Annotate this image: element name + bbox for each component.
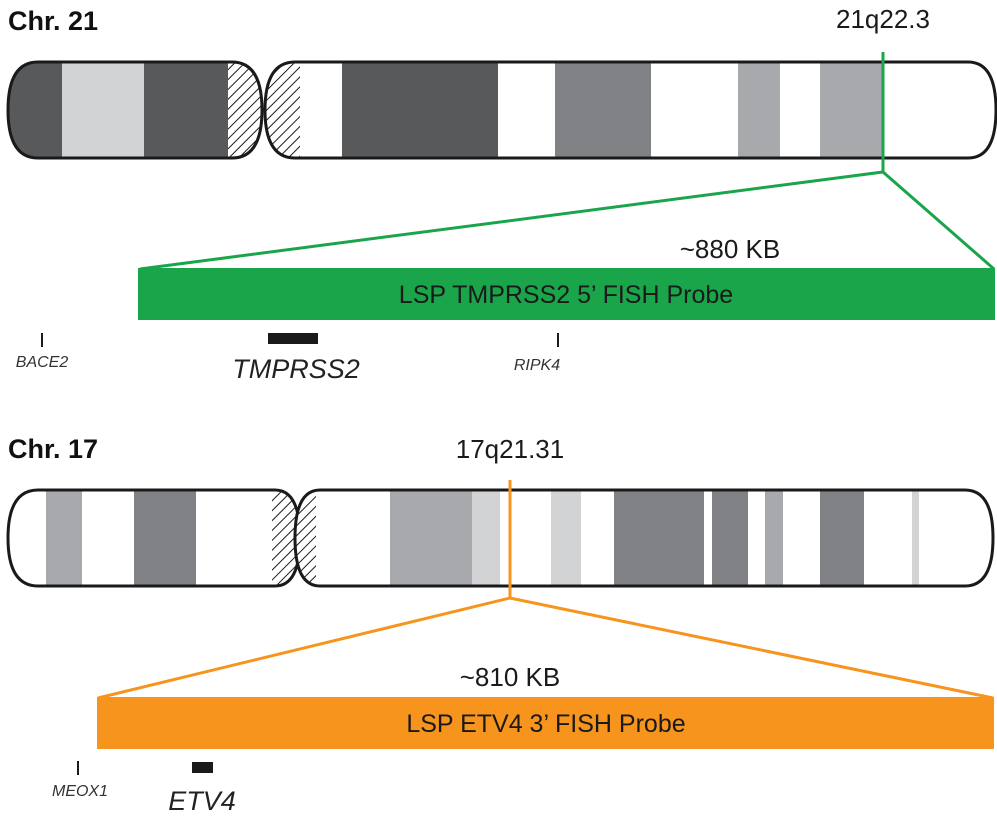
chr17-band bbox=[820, 490, 864, 586]
gene-bar-tmprss2 bbox=[268, 333, 318, 344]
chr17-p-arm bbox=[8, 490, 300, 586]
chr17-zoom-lines bbox=[97, 596, 994, 700]
chr17-probe-bar bbox=[97, 697, 994, 749]
chr17-band bbox=[614, 490, 704, 586]
chr21-locus-label: 21q22.3 bbox=[836, 4, 930, 34]
chr17-probe-label: LSP ETV4 3’ FISH Probe bbox=[406, 710, 685, 738]
chr21-zoom-lines bbox=[139, 170, 995, 271]
chr21-band bbox=[62, 62, 144, 158]
chr17-band bbox=[390, 490, 472, 586]
gene-bar-etv4 bbox=[192, 762, 213, 773]
chr17-band bbox=[134, 490, 196, 586]
chr17-label: Chr. 17 bbox=[8, 434, 98, 464]
gene-label-tmprss2: TMPRSS2 bbox=[232, 354, 360, 384]
chr21-band bbox=[144, 62, 228, 158]
gene-label-ripk4: RIPK4 bbox=[514, 357, 560, 374]
chr21-probe-size: ~880 KB bbox=[680, 234, 780, 264]
chr17-band bbox=[46, 490, 82, 586]
chr17-locus-label: 17q21.31 bbox=[456, 434, 564, 464]
chr21-probe-bar bbox=[138, 268, 995, 320]
gene-label-bace2: BACE2 bbox=[16, 354, 69, 371]
chr21-section: Chr. 21 21q22.3 bbox=[6, 4, 997, 384]
chr21-p-arm bbox=[8, 62, 262, 158]
chr17-q-arm bbox=[295, 490, 993, 586]
gene-label-meox1: MEOX1 bbox=[52, 783, 108, 800]
chr17-section: Chr. 17 17q21.31 bbox=[6, 434, 995, 816]
gene-label-etv4: ETV4 bbox=[168, 786, 236, 816]
chr17-probe-size: ~810 KB bbox=[460, 662, 560, 692]
chr17-band bbox=[551, 490, 581, 586]
chr17-band bbox=[712, 490, 748, 586]
chr17-ideogram bbox=[6, 488, 995, 588]
chr21-ideogram bbox=[6, 60, 997, 160]
chr17-centromere-q bbox=[295, 490, 316, 586]
chr21-probe-label: LSP TMPRSS2 5’ FISH Probe bbox=[399, 281, 733, 309]
chr21-band bbox=[342, 62, 498, 158]
chr21-band bbox=[738, 62, 780, 158]
chr21-label: Chr. 21 bbox=[8, 6, 98, 36]
chr17-band bbox=[472, 490, 500, 586]
chr21-q-arm bbox=[265, 62, 996, 158]
chr17-band bbox=[912, 490, 919, 586]
chr21-band bbox=[8, 62, 62, 158]
chr21-band bbox=[555, 62, 651, 158]
chr17-band bbox=[765, 490, 783, 586]
chr21-band bbox=[820, 62, 882, 158]
